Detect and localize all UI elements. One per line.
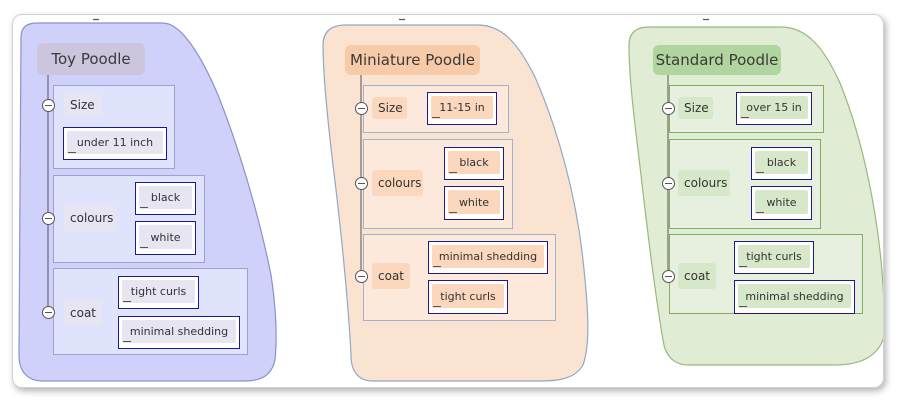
leaf-label: white: [139, 225, 192, 249]
collapse-icon[interactable]: [662, 177, 675, 190]
category-node[interactable]: Size: [372, 97, 407, 119]
leaf-label: tight curls: [122, 280, 195, 303]
category-node[interactable]: coat: [372, 263, 410, 289]
leaf-node[interactable]: minimal shedding: [118, 316, 240, 349]
leaf-node[interactable]: tight curls: [118, 276, 199, 309]
leaf-label: black: [139, 186, 192, 209]
leaf-handle: [140, 207, 148, 208]
collapse-icon[interactable]: [355, 177, 368, 190]
category-node[interactable]: Size: [64, 94, 102, 116]
leaf-label: black: [448, 151, 500, 174]
leaf-node[interactable]: under 11 inch: [63, 127, 167, 160]
leaf-label: minimal shedding: [122, 320, 236, 343]
leaf-label: minimal shedding: [738, 284, 851, 308]
leaf-node[interactable]: black: [135, 182, 196, 215]
category-node[interactable]: colours: [678, 170, 730, 196]
leaf-handle: [433, 306, 441, 307]
leaf-label: over 15 in: [740, 96, 808, 119]
leaf-handle: [741, 117, 749, 118]
leaf-handle: [739, 306, 747, 307]
leaf-node[interactable]: tight curls: [734, 241, 814, 274]
leaf-node[interactable]: white: [135, 221, 196, 255]
leaf-label: white: [755, 190, 808, 214]
leaf-label: under 11 inch: [67, 131, 163, 154]
leaf-handle: [432, 117, 440, 118]
leaf-label: 11-15 in: [431, 96, 493, 119]
collapse-icon[interactable]: [355, 270, 368, 283]
diagram-title: Miniature Poodle: [345, 45, 480, 75]
category-node[interactable]: coat: [64, 300, 102, 326]
category-node[interactable]: colours: [64, 205, 116, 231]
leaf-node[interactable]: minimal shedding: [734, 280, 855, 314]
leaf-node[interactable]: white: [444, 186, 504, 220]
leaf-node[interactable]: black: [444, 147, 504, 180]
collapse-icon[interactable]: [355, 102, 368, 115]
diagram-title: Standard Poodle: [653, 45, 781, 75]
leaf-handle: [739, 266, 747, 267]
leaf-handle: [68, 152, 76, 153]
leaf-node[interactable]: over 15 in: [736, 92, 812, 125]
leaf-handle: [123, 341, 131, 342]
leaf-label: black: [755, 151, 808, 174]
category-node[interactable]: coat: [678, 263, 716, 289]
leaf-handle: [433, 266, 441, 267]
leaf-label: minimal shedding: [432, 245, 544, 268]
collapse-icon[interactable]: [42, 99, 55, 112]
diagram-title: Toy Poodle: [37, 43, 145, 75]
leaf-handle: [449, 212, 457, 213]
leaf-handle: [140, 247, 148, 248]
collapse-icon[interactable]: [662, 270, 675, 283]
leaf-handle: [756, 212, 764, 213]
leaf-handle: [123, 301, 131, 302]
leaf-node[interactable]: tight curls: [428, 280, 508, 314]
leaf-handle: [449, 172, 457, 173]
leaf-node[interactable]: 11-15 in: [427, 92, 497, 125]
leaf-label: tight curls: [738, 245, 810, 268]
leaf-node[interactable]: white: [751, 186, 812, 220]
leaf-label: white: [448, 190, 500, 214]
collapse-icon[interactable]: [42, 212, 55, 225]
collapse-icon[interactable]: [42, 306, 55, 319]
category-node[interactable]: colours: [372, 170, 423, 196]
category-node[interactable]: Size: [678, 97, 713, 119]
leaf-node[interactable]: minimal shedding: [428, 241, 548, 274]
leaf-handle: [756, 172, 764, 173]
leaf-node[interactable]: black: [751, 147, 812, 180]
collapse-icon[interactable]: [662, 102, 675, 115]
leaf-label: tight curls: [432, 284, 504, 308]
